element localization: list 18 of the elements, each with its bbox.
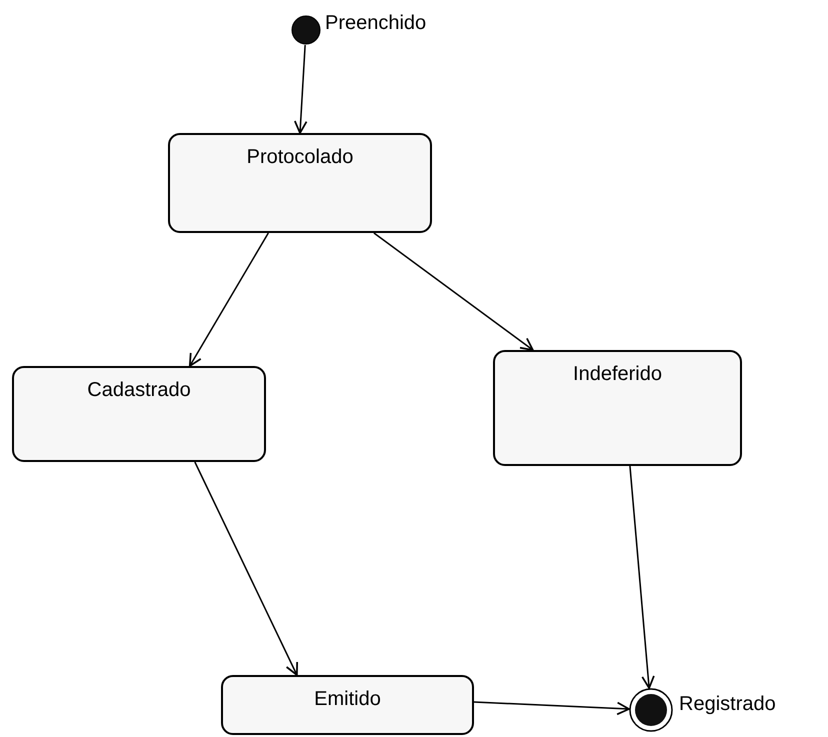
initial-state-circle xyxy=(291,15,321,45)
state-label: Registrado xyxy=(679,692,776,717)
state-box xyxy=(168,133,432,233)
state-name: Cadastrado xyxy=(87,378,191,403)
state-box xyxy=(221,675,474,735)
transition-arrow xyxy=(474,701,630,716)
transition-arrow xyxy=(373,232,534,351)
final-state-circle xyxy=(629,688,673,732)
transition-arrow xyxy=(194,462,298,676)
state-name: Protocolado xyxy=(246,145,354,170)
transition-arrow xyxy=(629,466,655,689)
state-label: Preenchido xyxy=(325,11,426,36)
state-name: Emitido xyxy=(314,687,381,712)
transition-arrow xyxy=(294,44,308,134)
transition-arrow xyxy=(188,232,269,367)
state-name: Indeferido xyxy=(573,362,662,387)
state-box xyxy=(493,350,742,466)
state-box xyxy=(12,366,266,462)
